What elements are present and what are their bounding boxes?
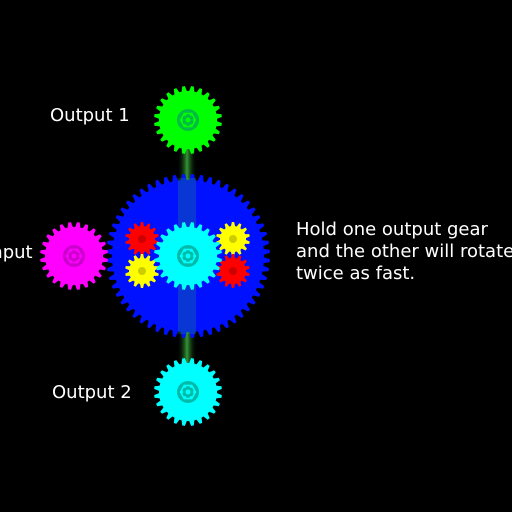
out1-hub-bolt [183,112,187,116]
input-hub-bolt [65,254,69,258]
instruction-text: Hold one output gear and the other will … [296,219,512,285]
input-hub-bolt [79,254,83,258]
out1-axle [185,117,191,123]
sun-axle [185,253,191,259]
p2-hub [138,267,146,275]
p3-hub [229,235,237,243]
input-hub-bolt [69,248,73,252]
out1-hub-bolt [189,112,193,116]
sun-hub-bolt [183,248,187,252]
out2-hub-bolt [183,384,187,388]
input-label: Input [0,242,33,263]
sun-hub-bolt [179,254,183,258]
input-hub-bolt [69,260,73,264]
instruction-line-1: Hold one output gear [296,219,488,240]
sun-gear[interactable] [154,222,222,290]
out1-hub-bolt [179,118,183,122]
planet-gear-red-right[interactable] [216,254,250,288]
sun-hub-bolt [193,254,197,258]
out2-hub-bolt [193,390,197,394]
output-1-label: Output 1 [50,105,130,126]
instruction-line-3: twice as fast. [296,263,416,284]
out1-hub-bolt [183,124,187,128]
out1-hub-bolt [193,118,197,122]
p4-hub [229,267,237,275]
sun-hub-bolt [189,260,193,264]
sun-hub-bolt [183,260,187,264]
out2-hub-bolt [189,384,193,388]
planet-gear-yellow-right[interactable] [216,222,250,256]
p1-hub [138,235,146,243]
out2-hub-bolt [189,396,193,400]
sun-hub-bolt [189,248,193,252]
output-1-gear[interactable] [154,86,222,154]
out2-hub-bolt [183,396,187,400]
output-2-gear[interactable] [154,358,222,426]
out2-hub-bolt [179,390,183,394]
input-hub-bolt [75,248,79,252]
input-axle [71,253,77,259]
out1-hub-bolt [189,124,193,128]
out2-axle [185,389,191,395]
instruction-line-2: and the other will rotate [296,241,512,262]
planet-gear-red-left[interactable] [125,222,159,256]
input-gear[interactable] [40,222,108,290]
output-2-label: Output 2 [52,382,132,403]
planet-gear-yellow-left[interactable] [125,254,159,288]
input-hub-bolt [75,260,79,264]
